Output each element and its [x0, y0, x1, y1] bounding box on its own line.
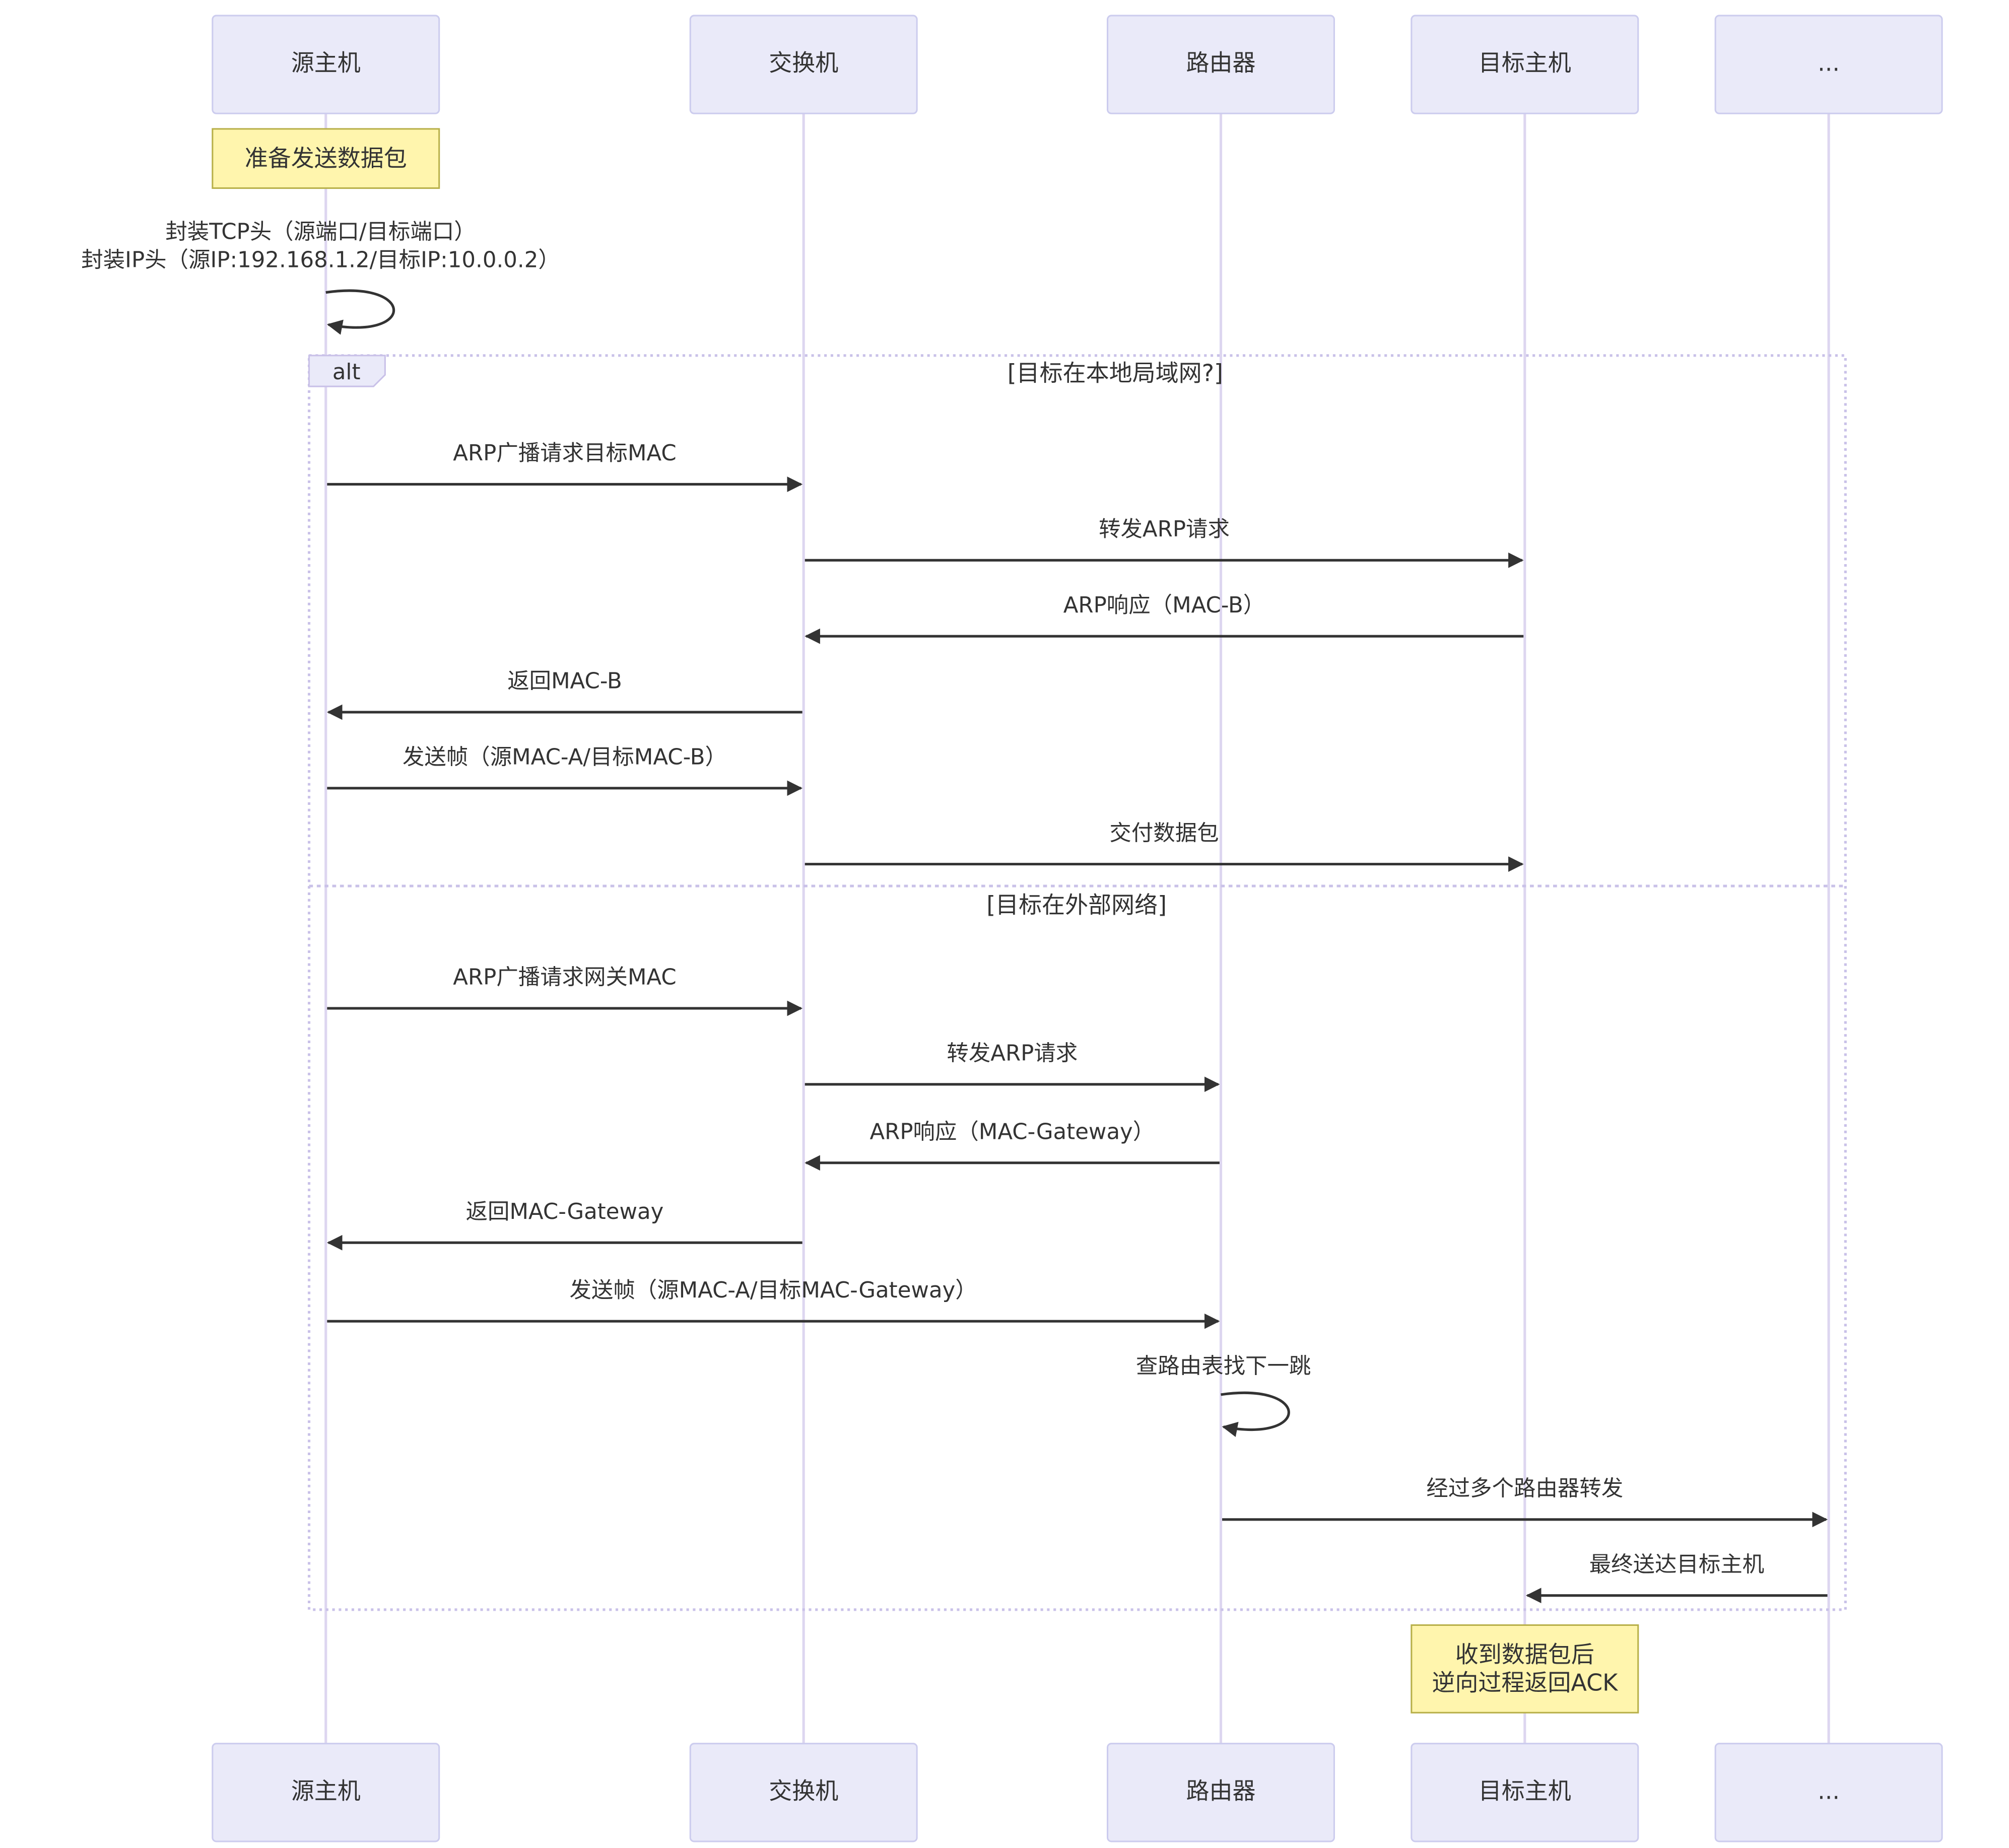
- actor-label: 交换机: [769, 1777, 838, 1804]
- actor-box: [1411, 15, 1639, 114]
- message-6: 发送帧（源MAC-A/目标MAC-B）: [327, 745, 803, 796]
- alt-condition-external: [目标在外部网络]: [986, 891, 1167, 918]
- actor-box: [212, 1743, 440, 1842]
- actor-rt-bottom: 路由器: [1106, 1743, 1335, 1842]
- actor-box: [1714, 1743, 1943, 1842]
- actor-box: [1714, 15, 1943, 114]
- actor-box: [689, 1743, 918, 1842]
- message-4: ARP响应（MAC-B）: [805, 593, 1524, 644]
- message-8: ARP广播请求网关MAC: [327, 965, 803, 1016]
- actor-more-top: ...: [1714, 15, 1943, 114]
- self-message-arrow: [1221, 1391, 1290, 1438]
- message-label: 经过多个路由器转发: [1426, 1476, 1623, 1501]
- actor-dst-top: 目标主机: [1411, 15, 1639, 114]
- message-label: ARP广播请求目标MAC: [453, 441, 676, 466]
- actor-label: 路由器: [1186, 1777, 1255, 1804]
- alt-tag: [308, 355, 386, 387]
- alt-label: alt: [332, 360, 361, 385]
- message-label: ARP响应（MAC-Gateway）: [869, 1119, 1155, 1144]
- actor-label: 目标主机: [1479, 49, 1571, 77]
- message-10: ARP响应（MAC-Gateway）: [805, 1119, 1220, 1171]
- message-label: 封装IP头（源IP:192.168.1.2/目标IP:10.0.0.2）: [81, 248, 560, 273]
- message-12: 发送帧（源MAC-A/目标MAC-Gateway）: [327, 1278, 1220, 1329]
- actor-dst-bottom: 目标主机: [1411, 1743, 1639, 1842]
- actor-rt-top: 路由器: [1106, 15, 1335, 114]
- note-box: [1411, 1624, 1639, 1714]
- message-5: 返回MAC-B: [326, 669, 802, 720]
- message-label: 转发ARP请求: [947, 1041, 1078, 1066]
- note-text: 准备发送数据包: [245, 145, 407, 172]
- message-7: 交付数据包: [805, 820, 1524, 872]
- actor-label: ...: [1818, 49, 1840, 77]
- note-text: 逆向过程返回ACK: [1432, 1669, 1619, 1696]
- message-11: 返回MAC-Gateway: [326, 1199, 802, 1251]
- message-1: 封装TCP头（源端口/目标端口） 封装IP头（源IP:192.168.1.2/目标…: [81, 219, 560, 335]
- actor-label: ...: [1818, 1777, 1840, 1804]
- message-2: ARP广播请求目标MAC: [327, 441, 803, 492]
- message-label: 返回MAC-B: [507, 669, 622, 694]
- message-label: ARP广播请求网关MAC: [453, 965, 676, 990]
- message-3: 转发ARP请求: [805, 517, 1524, 568]
- message-label: 查路由表找下一跳: [1136, 1354, 1311, 1379]
- self-message-arrow: [325, 289, 395, 335]
- alt-frame: [307, 354, 1847, 1611]
- actor-sw-top: 交换机: [689, 15, 918, 114]
- message-label: 发送帧（源MAC-A/目标MAC-Gateway）: [569, 1278, 977, 1303]
- actor-label: 源主机: [291, 1777, 361, 1804]
- actor-label: 源主机: [291, 49, 361, 77]
- actor-label: 交换机: [769, 49, 838, 77]
- actor-label: 路由器: [1186, 49, 1255, 77]
- actor-more-bottom: ...: [1714, 1743, 1943, 1842]
- message-label: 封装TCP头（源端口/目标端口）: [165, 219, 476, 244]
- message-13: 查路由表找下一跳: [1136, 1354, 1311, 1438]
- message-9: 转发ARP请求: [805, 1041, 1220, 1092]
- actor-src-top: 源主机: [212, 15, 440, 114]
- note-box: [212, 128, 440, 189]
- message-15: 最终送达目标主机: [1525, 1552, 1828, 1604]
- message-14: 经过多个路由器转发: [1222, 1476, 1828, 1528]
- message-label: 转发ARP请求: [1099, 517, 1230, 542]
- note-text: 收到数据包后: [1455, 1640, 1594, 1668]
- alt-condition-local: [目标在本地局域网?]: [1008, 360, 1223, 387]
- note-prepare: 准备发送数据包: [212, 128, 440, 189]
- message-label: 返回MAC-Gateway: [466, 1199, 664, 1224]
- actor-src-bottom: 源主机: [212, 1743, 440, 1842]
- message-label: 交付数据包: [1109, 820, 1219, 846]
- message-label: 发送帧（源MAC-A/目标MAC-B）: [403, 745, 727, 770]
- message-label: 最终送达目标主机: [1589, 1552, 1764, 1577]
- actor-label: 目标主机: [1479, 1777, 1571, 1804]
- message-label: ARP响应（MAC-B）: [1063, 593, 1265, 618]
- actor-box: [212, 15, 440, 114]
- actor-box: [689, 15, 918, 114]
- actor-box: [1106, 1743, 1335, 1842]
- actor-sw-bottom: 交换机: [689, 1743, 918, 1842]
- actor-box: [1411, 1743, 1639, 1842]
- actor-box: [1106, 15, 1335, 114]
